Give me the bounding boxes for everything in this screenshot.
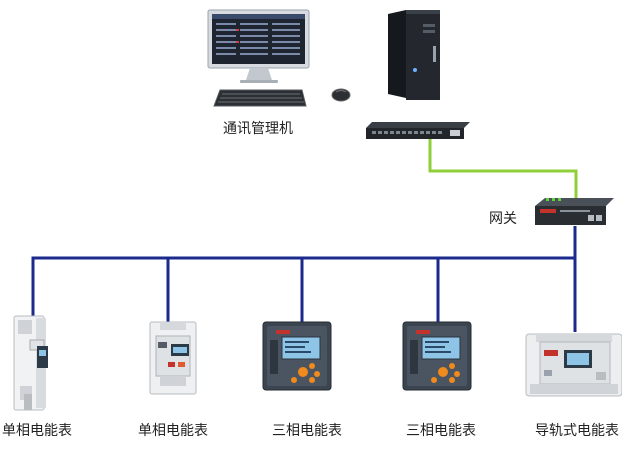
device-label-5: 导轨式电能表 [535,423,619,439]
monitor-icon [207,9,310,83]
keyboard-icon [213,89,307,107]
device-label-1: 单相电能表 [2,423,72,439]
single-phase-meter-icon [149,321,197,395]
mouse-icon [331,88,351,102]
device-label-3: 三相电能表 [272,423,342,439]
device-label-2: 单相电能表 [138,423,208,439]
server-icon [388,10,440,100]
din-rail-meter-icon [525,333,622,397]
gateway-label: 网关 [489,211,517,227]
three-phase-meter-icon [402,321,472,391]
ethernet-link [428,139,578,200]
rs485-bus [31,226,577,332]
three-phase-meter-icon [262,321,332,391]
device-label-4: 三相电能表 [406,423,476,439]
manager-label: 通讯管理机 [223,121,293,137]
gateway-icon [535,198,614,225]
single-phase-meter-icon [13,315,48,411]
network-switch-icon [366,122,470,139]
